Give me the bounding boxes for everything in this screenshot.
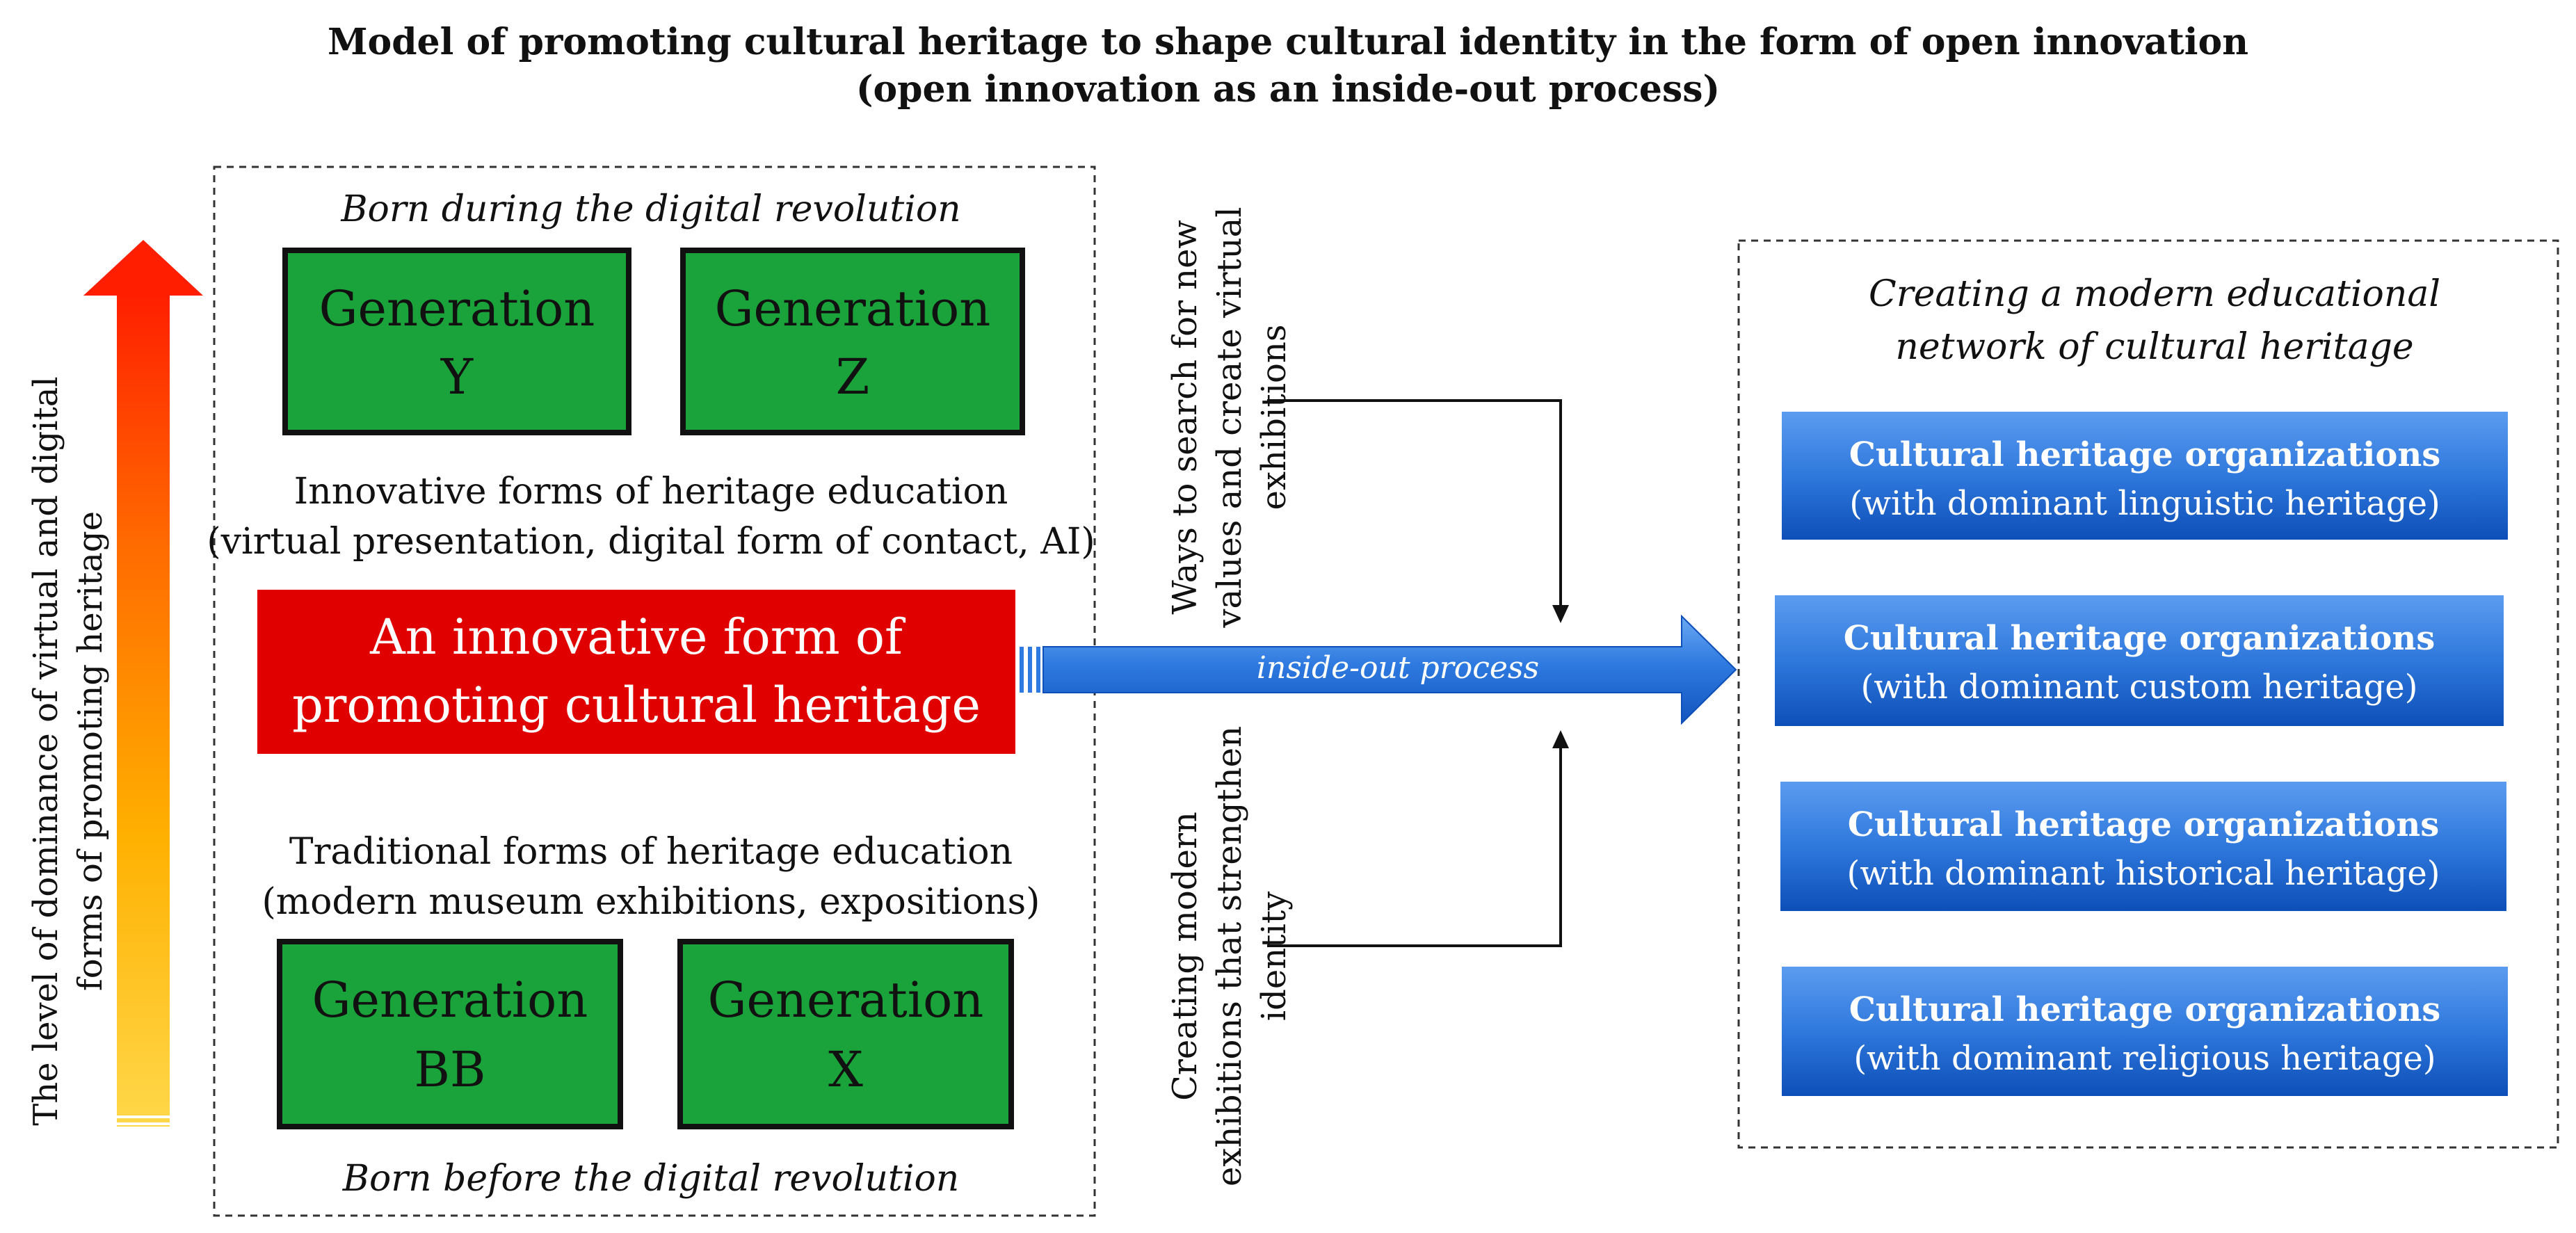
title-line-1: Model of promoting cultural heritage to …	[328, 21, 2248, 63]
connector-lines	[1267, 399, 1562, 947]
generation-x-word: Generation	[708, 972, 984, 1029]
org-box-custom: Cultural heritage organizations (with do…	[1775, 595, 2504, 726]
ways-search-line-3: exhibitions	[1255, 325, 1294, 510]
traditional-forms-line-2: (modern museum exhibitions, expositions)	[262, 881, 1040, 923]
generation-y-word: Generation	[319, 280, 595, 337]
creating-exhibitions-line-1: Creating modern	[1166, 812, 1205, 1101]
generation-z-box: Generation Z	[680, 248, 1025, 435]
inside-out-label: inside-out process	[1257, 650, 1539, 686]
born-during-caption: Born during the digital revolution	[340, 188, 960, 230]
network-heading-line-2: network of cultural heritage	[1895, 326, 2413, 368]
top-connector-arrowhead	[1552, 605, 1569, 623]
org-subtitle: (with dominant historical heritage)	[1847, 854, 2440, 893]
generation-x-letter: X	[828, 1041, 863, 1098]
org-subtitle: (with dominant custom heritage)	[1861, 668, 2418, 707]
generation-z-letter: Z	[836, 348, 870, 405]
axis-label-line-1: The level of dominance of virtual and di…	[26, 376, 65, 1126]
axis-label-line-2: forms of promoting heritage	[71, 511, 110, 991]
org-subtitle: (with dominant linguistic heritage)	[1849, 484, 2440, 523]
org-title: Cultural heritage organizations	[1848, 805, 2440, 844]
generation-y-box: Generation Y	[282, 248, 631, 435]
org-box-historical: Cultural heritage organizations (with do…	[1780, 782, 2506, 911]
born-before-caption: Born before the digital revolution	[342, 1158, 960, 1200]
dominance-axis-label: The level of dominance of virtual and di…	[26, 376, 110, 1126]
bottom-connector-arrowhead	[1552, 730, 1569, 748]
creating-exhibitions-line-3: identity	[1255, 892, 1294, 1021]
ways-search-line-2: values and create virtual	[1210, 207, 1249, 628]
network-heading-line-1: Creating a modern educational	[1869, 273, 2440, 315]
generation-bb-box: Generation BB	[277, 939, 623, 1129]
org-box-linguistic: Cultural heritage organizations (with do…	[1782, 412, 2508, 540]
innovative-forms-line-2: (virtual presentation, digital form of c…	[207, 521, 1095, 563]
ways-search-line-1: Ways to search for new	[1166, 220, 1205, 614]
ways-search-label: Ways to search for new values and create…	[1166, 207, 1294, 628]
generation-bb-letters: BB	[414, 1041, 486, 1098]
red-box-line-2: promoting cultural heritage	[292, 677, 981, 734]
org-title: Cultural heritage organizations	[1849, 435, 2441, 474]
generation-bb-word: Generation	[312, 972, 588, 1029]
org-subtitle: (with dominant religious heritage)	[1853, 1039, 2436, 1078]
inside-out-arrow: inside-out process	[1020, 614, 1737, 725]
org-title: Cultural heritage organizations	[1844, 619, 2436, 658]
right-panel-frame	[1737, 239, 2559, 1149]
generation-x-box: Generation X	[677, 939, 1014, 1129]
generation-z-word: Generation	[715, 280, 991, 337]
generation-y-letter: Y	[440, 348, 474, 405]
dominance-arrow	[83, 240, 203, 1127]
title-line-2: (open innovation as an inside-out proces…	[856, 68, 1720, 111]
bottom-connector	[1267, 747, 1562, 947]
traditional-forms-line-1: Traditional forms of heritage education	[289, 831, 1013, 873]
org-title: Cultural heritage organizations	[1849, 990, 2441, 1029]
org-box-religious: Cultural heritage organizations (with do…	[1782, 967, 2508, 1096]
red-box-line-1: An innovative form of	[369, 609, 906, 666]
innovative-forms-line-1: Innovative forms of heritage education	[294, 471, 1008, 513]
creating-exhibitions-line-2: exhibitions that strengthen	[1210, 726, 1249, 1186]
top-connector	[1267, 399, 1562, 606]
innovative-promotion-box: An innovative form of promoting cultural…	[257, 590, 1015, 754]
creating-exhibitions-label: Creating modern exhibitions that strengt…	[1166, 726, 1294, 1186]
